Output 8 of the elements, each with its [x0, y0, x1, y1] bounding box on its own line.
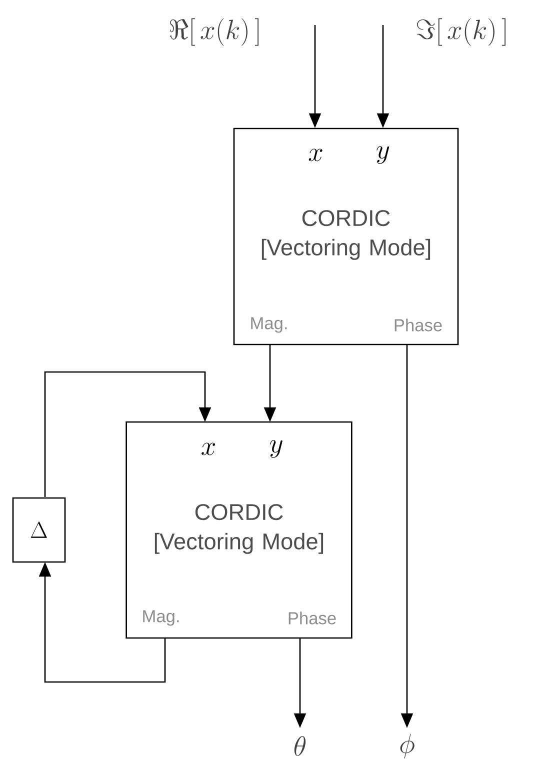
output-label: $\phi$ — [400, 734, 414, 759]
input-label: $\Re[\,x(k)\,]$ — [170, 18, 259, 46]
cordic-block: $x$ $y$ CORDIC [Vectoring Mode] Mag. Phase — [126, 421, 352, 639]
delay-box: $\Delta$ — [12, 497, 66, 563]
input-label: $\Im[\,x(k)\,]$ — [417, 18, 506, 46]
cordic-block: $x$ $y$ CORDIC [Vectoring Mode] Mag. Phase — [233, 128, 459, 346]
output-label: $\theta$ — [294, 736, 306, 756]
arrow — [44, 371, 212, 497]
